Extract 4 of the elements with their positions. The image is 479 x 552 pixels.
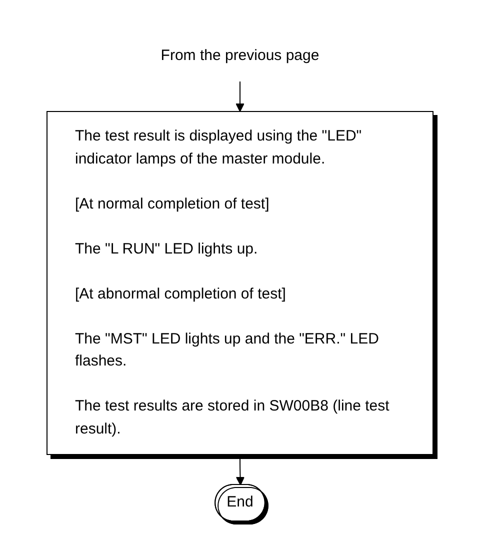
arrow	[235, 81, 244, 112]
node-box: The test result is displayed using the "LED" indicator lamps of the master module. [At normal completion of test] The "L RUN" LED lights up. [At abnormal completion of test] The "MST" LED lights up and the "ERR." LED flashes. The test results are stored in SW00B8 (line test result).	[46, 111, 433, 455]
node-text: From the previous page	[160, 47, 319, 64]
arrow	[235, 454, 244, 486]
